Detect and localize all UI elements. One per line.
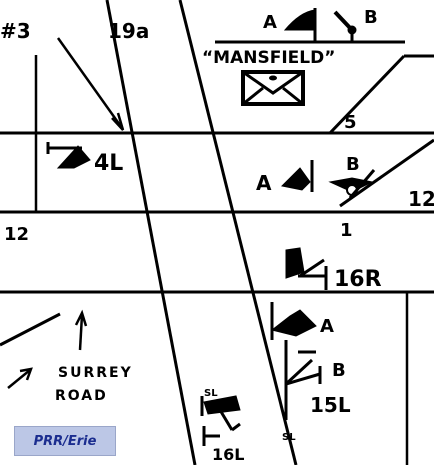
label-signal-3: #3 bbox=[0, 19, 31, 43]
semaphore-signal-icon bbox=[284, 340, 322, 420]
label-surrey: SURREY bbox=[58, 365, 133, 381]
label-sl-lower: SL bbox=[282, 432, 296, 443]
arrow-surrey-head bbox=[74, 309, 88, 327]
arrow-road bbox=[7, 369, 31, 389]
label-sig-B-top: B bbox=[364, 7, 378, 28]
label-track-12-left: 12 bbox=[4, 224, 29, 245]
envelope-box-icon bbox=[241, 70, 305, 106]
semaphore-signal-icon bbox=[200, 395, 241, 446]
signals bbox=[46, 8, 376, 446]
label-16L: 16L bbox=[212, 445, 244, 464]
diagram-labels: #3 19a “MANSFIELD” A B 5 4L A B 12 12 1 … bbox=[0, 7, 434, 464]
label-track-1: 1 bbox=[340, 220, 353, 241]
credit-badge: PRR/Erie bbox=[14, 426, 116, 456]
label-sig-B-mid: B bbox=[346, 154, 360, 175]
label-road: ROAD bbox=[55, 388, 108, 404]
arrow-3-head bbox=[111, 112, 125, 131]
semaphore-signal-icon bbox=[46, 142, 91, 169]
label-mansfield: “MANSFIELD” bbox=[202, 48, 335, 68]
diagonal-track-19a bbox=[105, 0, 197, 465]
semaphore-signal-icon bbox=[328, 169, 376, 199]
semaphore-signal-icon bbox=[333, 10, 357, 42]
label-sig-A-low: A bbox=[320, 316, 334, 337]
semaphore-signal-icon bbox=[283, 8, 317, 42]
label-track-5: 5 bbox=[344, 112, 357, 133]
arrow-3 bbox=[56, 37, 124, 129]
arrow-surrey bbox=[78, 314, 84, 351]
arrow-road-head bbox=[19, 367, 33, 381]
surrey-road-line bbox=[0, 312, 61, 347]
label-4L: 4L bbox=[94, 151, 123, 176]
horizontal-tracks bbox=[0, 40, 434, 294]
label-sig-B-low: B bbox=[332, 360, 346, 381]
diagonal-track-1 bbox=[339, 138, 434, 208]
label-16R: 16R bbox=[334, 267, 382, 292]
semaphore-signal-icon bbox=[280, 160, 314, 192]
semaphore-signal-icon bbox=[285, 247, 328, 290]
label-track-12-right: 12 bbox=[408, 187, 434, 211]
semaphore-signal-icon bbox=[270, 302, 317, 340]
label-sl-upper: SL bbox=[204, 388, 218, 399]
diagonal-track-right bbox=[178, 0, 298, 465]
diagonal-track-5 bbox=[328, 54, 406, 135]
label-15L: 15L bbox=[310, 393, 351, 417]
label-sig-A-mid: A bbox=[256, 171, 272, 195]
pointer-arrows bbox=[7, 37, 125, 389]
credit-text: PRR/Erie bbox=[33, 433, 97, 449]
label-track-19a: 19a bbox=[108, 19, 149, 43]
label-sig-A-top: A bbox=[263, 12, 277, 33]
